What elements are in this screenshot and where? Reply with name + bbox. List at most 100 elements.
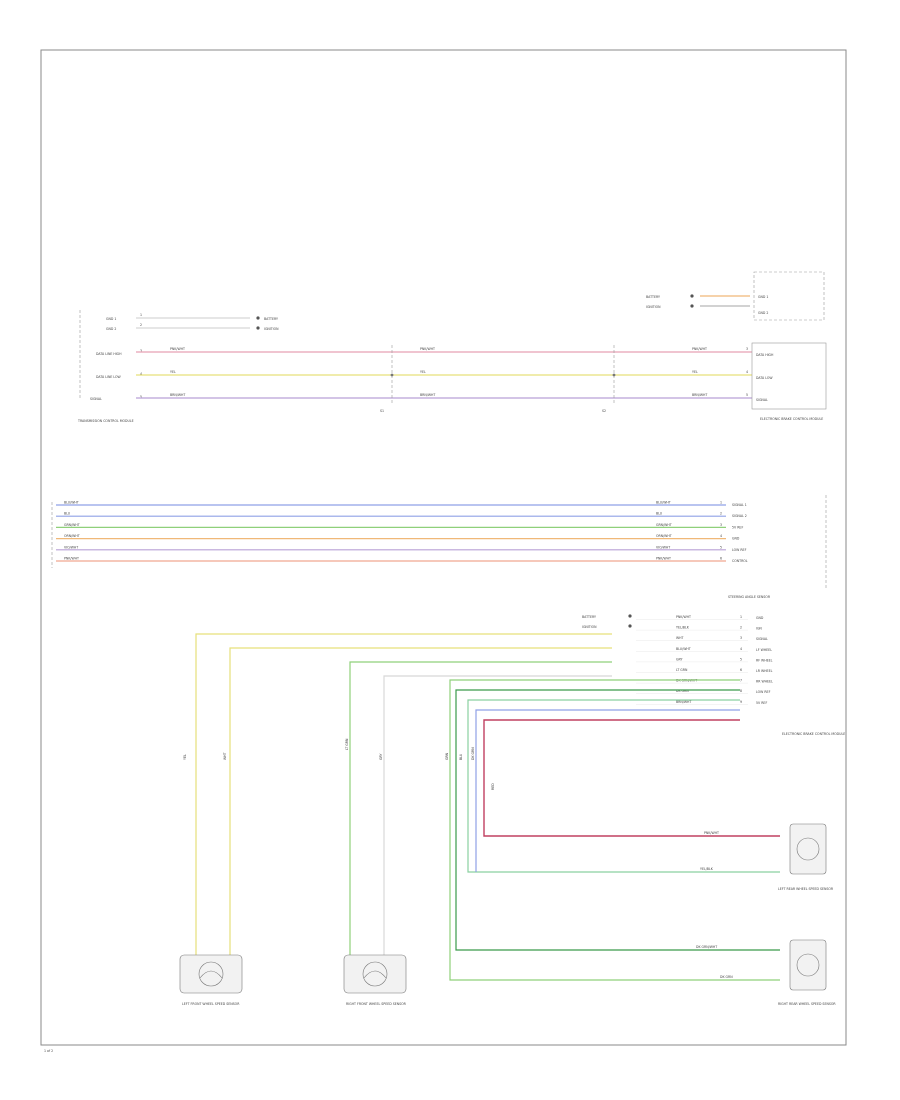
rr-wheel-speed-sensor bbox=[789, 939, 827, 991]
splice-label-1: S1 bbox=[380, 409, 384, 413]
rr-sensor-label: RIGHT REAR WHEEL SPEED SENSOR bbox=[778, 1002, 836, 1006]
bus-wire-name-5: LOW REF bbox=[732, 548, 747, 552]
left-module-caption: TRANSMISSION CONTROL MODULE bbox=[77, 419, 134, 423]
vlabel-8: RED bbox=[491, 783, 495, 790]
module-row-label-3: WHT bbox=[676, 636, 684, 640]
steering-sensor-caption: STEERING ANGLE SENSOR bbox=[728, 595, 771, 599]
wire-label-violet: BRN/WHT bbox=[170, 393, 185, 397]
module-row-name-1: GND bbox=[756, 616, 764, 620]
bus-wire-label-left-2: BLU bbox=[64, 512, 71, 516]
bus-wire-pin-6: 6 bbox=[720, 557, 722, 561]
top-label-battery: BATTERY bbox=[264, 317, 278, 321]
left-pin-name-5: SIGNAL bbox=[90, 397, 102, 401]
bus-wire-label-right-2: BLU bbox=[656, 512, 663, 516]
right-pin-name-2: DATA LOW bbox=[756, 376, 773, 380]
splice-dot-1 bbox=[390, 373, 394, 377]
bus-wire-label-right-6: PNK/WHT bbox=[656, 557, 671, 561]
module-caption: ELECTRONIC BRAKE CONTROL MODULE bbox=[782, 732, 845, 736]
vlabel-1: YEL bbox=[183, 754, 187, 760]
rr-sensor-wire-1 bbox=[449, 679, 780, 981]
rf-sensor-label: RIGHT FRONT WHEEL SPEED SENSOR bbox=[346, 1002, 407, 1006]
bus-wire-name-6: CONTROL bbox=[732, 559, 748, 563]
module-row-pin-3: 3 bbox=[740, 636, 742, 640]
module-row-pin-6: 6 bbox=[740, 668, 742, 672]
wire-label-pink-right: PNK/WHT bbox=[692, 347, 707, 351]
sensor-wire-label-4: DK GRN bbox=[720, 975, 733, 979]
lf-sensor-label: LEFT FRONT WHEEL SPEED SENSOR bbox=[182, 1002, 240, 1006]
wire-label-yellow: YEL bbox=[170, 370, 176, 374]
top-label-ignition: IGNITION bbox=[264, 327, 279, 331]
sensor-wire-label-3: DK GRN/WHT bbox=[696, 945, 717, 949]
bus-wire-label-right-3: GRN/WHT bbox=[656, 523, 672, 527]
left-pin-3: 3 bbox=[140, 349, 142, 353]
lr-sensor-wire-red bbox=[483, 719, 780, 837]
bus-wire-label-left-5: VIO/WHT bbox=[64, 545, 78, 549]
left-pin-1: 1 bbox=[140, 313, 142, 317]
right-pin-name-1: DATA HIGH bbox=[756, 353, 774, 357]
rr-sensor-wire-2 bbox=[455, 689, 780, 951]
bus-wire-label-right-5: VIO/WHT bbox=[656, 545, 670, 549]
lr-wheel-speed-sensor bbox=[789, 823, 827, 875]
top-right-ignition-label: IGNITION bbox=[646, 305, 661, 309]
bus-wire-label-left-4: ORN/WHT bbox=[64, 534, 80, 538]
sensor-wire-label-1: PNK/WHT bbox=[704, 831, 719, 835]
bus-wire-name-3: 5V REF bbox=[732, 525, 743, 529]
ground-symbol-2 bbox=[256, 326, 260, 330]
rf-sensor-wire-green bbox=[349, 661, 612, 955]
module-row-name-3: SIGNAL bbox=[756, 637, 768, 641]
right-pin-4: 4 bbox=[746, 370, 748, 374]
module-row-name-8: LOW REF bbox=[756, 690, 771, 694]
rf-sensor-wire-white bbox=[383, 675, 612, 955]
module-row-pin-5: 5 bbox=[740, 657, 742, 661]
left-pin-name-2: GND 2 bbox=[106, 327, 116, 331]
module-row-name-6: LR WHEEL bbox=[756, 669, 773, 673]
module-row-pin-1: 1 bbox=[740, 615, 742, 619]
right-module-caption: ELECTRONIC BRAKE CONTROL MODULE bbox=[760, 417, 823, 421]
bus-wire-name-1: SIGNAL 1 bbox=[732, 503, 747, 507]
rf-wheel-speed-sensor bbox=[343, 954, 407, 994]
module-row-label-4: BLU/WHT bbox=[676, 647, 691, 651]
fuse-symbol-1 bbox=[690, 294, 694, 298]
left-pin-2: 2 bbox=[140, 323, 142, 327]
bus-wire-label-right-4: ORN/WHT bbox=[656, 534, 672, 538]
wire-label-yellow-mid: YEL bbox=[420, 370, 426, 374]
lf-wheel-speed-sensor bbox=[179, 954, 243, 994]
module-row-name-9: 5V REF bbox=[756, 701, 767, 705]
left-pin-4: 4 bbox=[140, 372, 142, 376]
lf-sensor-wire-yellow-2 bbox=[229, 647, 612, 955]
vlabel-6: BLU bbox=[459, 753, 463, 760]
vlabel-4: GRY bbox=[379, 754, 383, 760]
bus-wire-name-2: SIGNAL 2 bbox=[732, 514, 747, 518]
vlabel-3: LT GRN bbox=[345, 738, 349, 750]
left-pin-name-1: GND 1 bbox=[106, 317, 116, 321]
wire-label-pink-mid: PNK/WHT bbox=[420, 347, 435, 351]
bus-wire-pin-4: 4 bbox=[720, 534, 722, 538]
bus-wire-label-left-6: PNK/WHT bbox=[64, 557, 79, 561]
right-module-box bbox=[751, 342, 827, 410]
vlabel-7: DK GRN bbox=[471, 747, 475, 760]
lr-sensor-wire-2 bbox=[475, 709, 740, 872]
section-module-communication: GND 1 GND 2 DATA LINE HIGH DATA LINE LOW… bbox=[77, 271, 827, 423]
module-row-label-9: BRN/WHT bbox=[676, 700, 691, 704]
module-row-name-2: IGN bbox=[756, 627, 762, 631]
wire-label-violet-mid: BRN/WHT bbox=[420, 393, 435, 397]
wire-label-yellow-right: YEL bbox=[692, 370, 698, 374]
bus-wire-label-right-1: BLU/WHT bbox=[656, 501, 671, 505]
module-row-pin-4: 4 bbox=[740, 647, 742, 651]
right-pin-3: 3 bbox=[746, 347, 748, 351]
wire-label-pink: PNK/WHT bbox=[170, 347, 185, 351]
vlabel-2: WHT bbox=[223, 752, 227, 760]
module-row-label-5: GRY bbox=[676, 657, 682, 661]
sec3-battery-label: BATTERY bbox=[582, 615, 596, 619]
module-row-pin-2: 2 bbox=[740, 626, 742, 630]
left-pin-name-3: DATA LINE HIGH bbox=[96, 352, 122, 356]
module-row-pin-9: 9 bbox=[740, 700, 742, 704]
module-row-label-2: YEL/BLK bbox=[676, 626, 690, 630]
module-row-label-8: DK GRN bbox=[676, 689, 689, 693]
top-right-pin-name-2: GND 2 bbox=[758, 311, 768, 315]
bus-wire-label-left-3: GRN/WHT bbox=[64, 523, 80, 527]
